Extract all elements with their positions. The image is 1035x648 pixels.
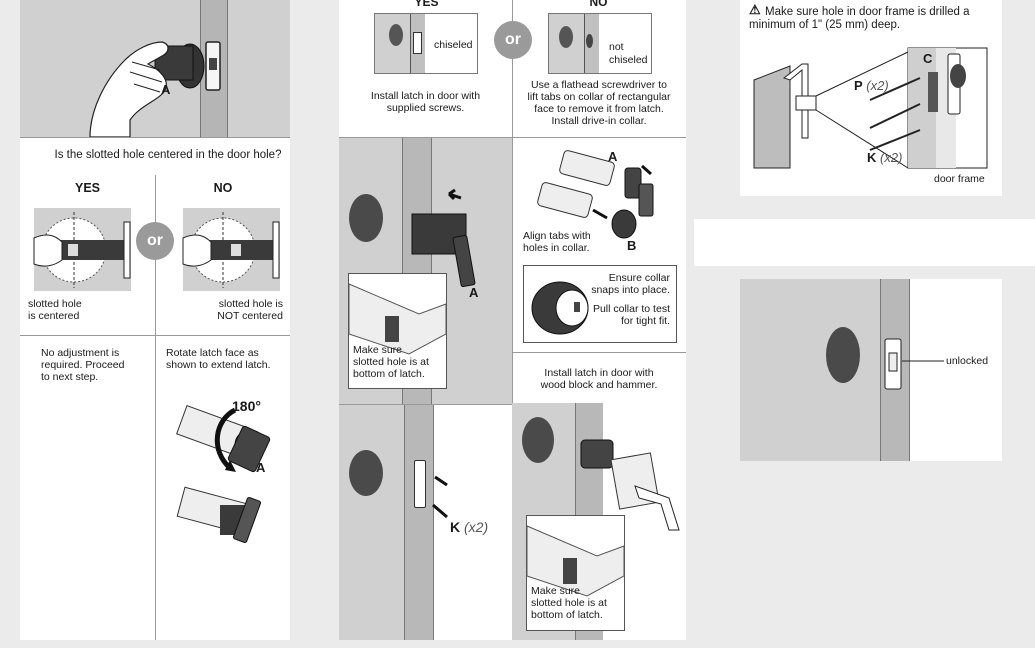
install-screws-line2: supplied screws. — [386, 102, 465, 114]
centered-question: Is the slotted hole centered in the door… — [54, 149, 282, 161]
slotted-hole-callout — [348, 273, 447, 389]
k-label: K (x2) — [450, 519, 489, 535]
yes-caption-line1: slotted hole — [28, 298, 82, 310]
warning-line2: minimum of 1" (25 mm) deep. — [749, 19, 901, 31]
k-quantity-right: (x2) — [880, 150, 903, 165]
k-letter: K — [450, 519, 461, 535]
door-frame-label: door frame — [934, 173, 985, 185]
no-adjust-line2: required. Proceed — [41, 359, 125, 371]
make-sure-b-line2: slotted hole is at — [531, 597, 607, 609]
wood-block-line1: Install latch in door with — [544, 367, 654, 379]
warning-line1: Make sure hole in door frame is drilled … — [765, 6, 970, 18]
pull-line1: Pull collar to test — [592, 303, 670, 315]
k-quantity: (x2) — [464, 519, 489, 535]
collar-callout — [523, 265, 677, 343]
align-line2: holes in collar. — [523, 242, 590, 254]
make-sure-line2: slotted hole is at — [353, 356, 429, 368]
flathead-line4: Install drive-in collar. — [551, 115, 647, 127]
flathead-line3: face to remove it from latch. — [534, 103, 664, 115]
door-hole — [826, 327, 860, 383]
hammer-image — [580, 439, 680, 531]
left-instruction-panel: A Is the slotted hole centered in the do… — [20, 0, 290, 640]
no-adjust-line3: to next step. — [41, 371, 99, 383]
pull-line2: for tight fit. — [620, 315, 670, 327]
door-frame-image — [753, 47, 988, 169]
p-quantity: (x2) — [866, 78, 889, 93]
rotate-latch-image — [176, 405, 271, 544]
latch-collar-parts-image — [537, 150, 654, 239]
yes-caption-line2: is centered — [28, 310, 80, 322]
or-badge: or — [136, 222, 174, 260]
door-frame-panel: ⚠ Make sure hole in door frame is drille… — [740, 0, 1002, 196]
label-a: A — [161, 82, 171, 97]
slotted-hole-centered-image — [33, 208, 131, 291]
slotted-hole-callout-bottom — [526, 515, 625, 631]
unlocked-panel: unlocked — [740, 279, 1002, 461]
latch-unlocked-image — [884, 338, 944, 390]
unlocked-label: unlocked — [946, 355, 989, 367]
chiseled-label: chiseled — [434, 39, 473, 51]
make-sure-b-line1: Make sure — [531, 585, 581, 597]
make-sure-b-line3: bottom of latch. — [531, 609, 603, 621]
label-p: P (x2) — [854, 78, 889, 93]
not-chiseled-label2: chiseled — [609, 54, 648, 66]
no-heading-mid: NO — [589, 0, 608, 9]
make-sure-line1: Make sure — [353, 344, 403, 356]
label-b-parts: B — [627, 238, 637, 253]
ensure-line2: snaps into place. — [591, 284, 670, 296]
no-adjust-line1: No adjustment is — [41, 347, 120, 359]
not-chiseled-label1: not — [609, 41, 624, 53]
flathead-line1: Use a flathead screwdriver to — [531, 79, 667, 91]
label-k: K (x2) — [867, 150, 903, 165]
yes-heading-mid: YES — [414, 0, 439, 9]
rotate-line1: Rotate latch face as — [166, 347, 259, 359]
slotted-hole-not-centered-image — [182, 208, 280, 291]
ensure-line1: Ensure collar — [608, 272, 670, 284]
yes-heading: YES — [74, 181, 100, 195]
label-a-parts: A — [608, 149, 618, 164]
rotate-line2: shown to extend latch. — [166, 359, 271, 371]
chiseled-door-image — [374, 13, 478, 74]
flathead-line2: lift tabs on collar of rectangular — [527, 91, 671, 103]
label-a-mid: A — [469, 285, 479, 300]
no-heading: NO — [213, 181, 233, 195]
blank-strip — [694, 219, 1035, 266]
label-a-rotate: A — [256, 460, 266, 475]
latch-screws-image — [339, 405, 512, 640]
label-c: C — [923, 51, 933, 66]
no-caption-line1: slotted hole is — [218, 298, 283, 310]
not-chiseled-door-image — [548, 13, 652, 74]
door-hole-illustration: A — [20, 0, 290, 138]
or-badge-mid: or — [494, 21, 532, 59]
align-line1: Align tabs with — [523, 230, 591, 242]
install-screws-line1: Install latch in door with — [370, 90, 481, 102]
k-letter-right: K — [867, 150, 877, 165]
warning-icon: ⚠ — [749, 2, 761, 17]
make-sure-line3: bottom of latch. — [353, 368, 425, 380]
rotation-degrees: 180° — [232, 398, 261, 414]
middle-instruction-panel: YES NO chiseled or not chiseled Install … — [339, 0, 686, 640]
p-letter: P — [854, 78, 863, 93]
wood-block-line2: wood block and hammer. — [540, 379, 658, 391]
no-caption-line2: NOT centered — [217, 310, 283, 322]
hand-holding-latch-image — [89, 41, 221, 138]
